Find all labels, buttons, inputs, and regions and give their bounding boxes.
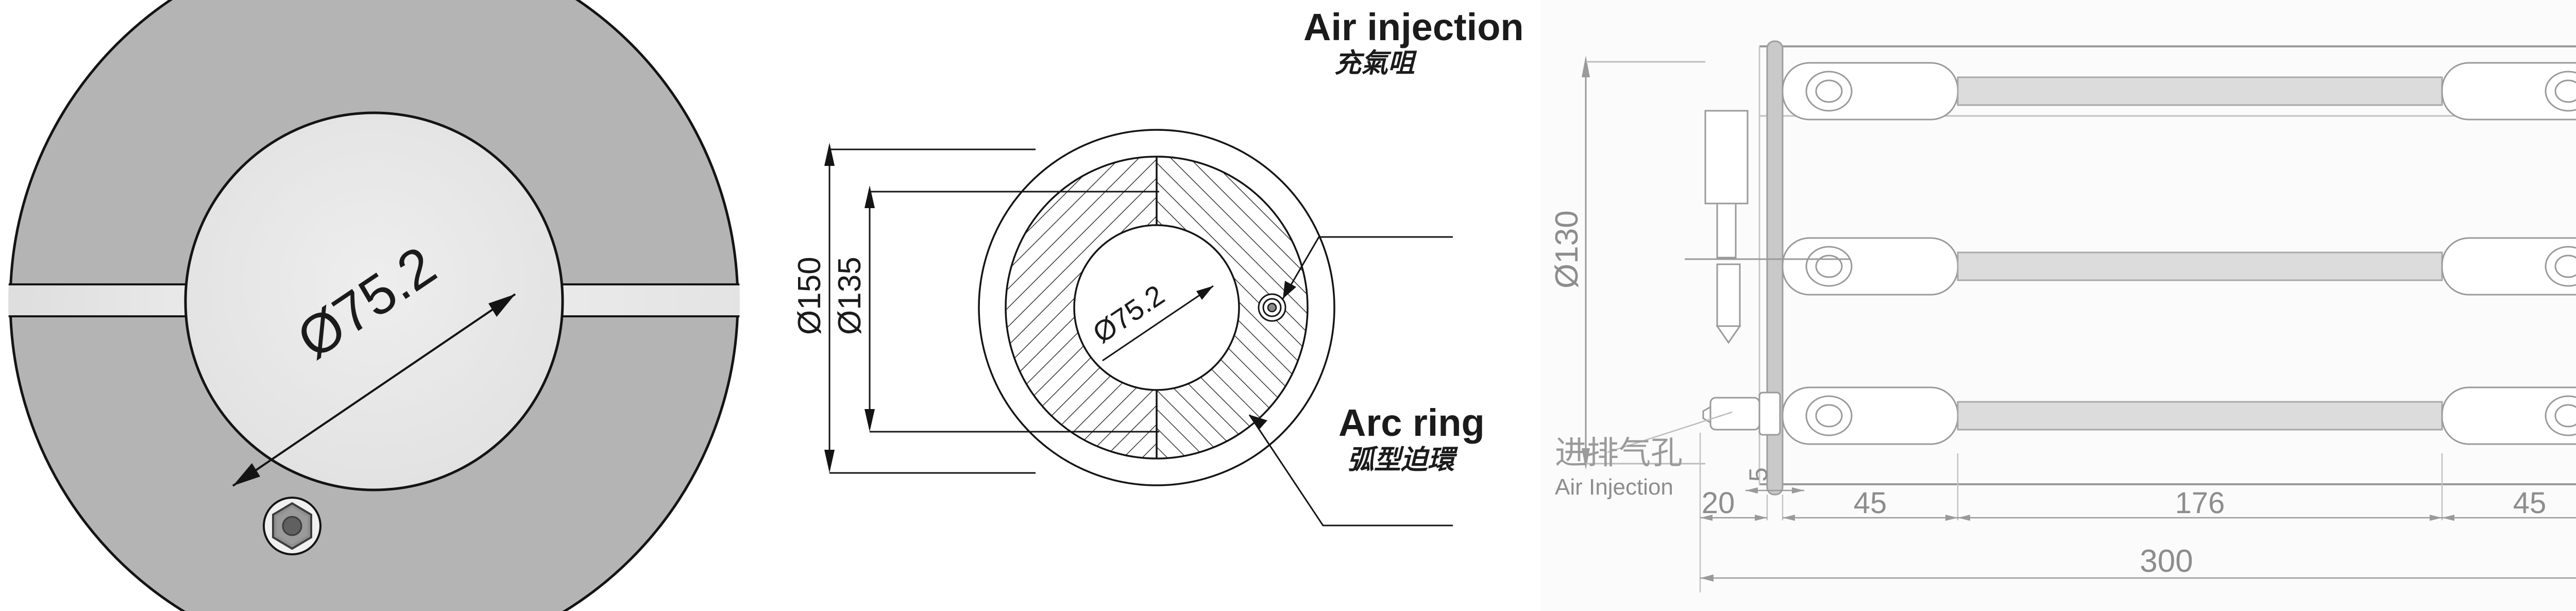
air-injection-label-en: Air injection (1303, 6, 1524, 48)
air-injection-label-cn: 充氣咀 (1334, 48, 1417, 79)
horizontal-dimension-chain: 20 5 45 176 45 (1699, 433, 2576, 592)
dimension-135: Ø135 (832, 185, 1159, 433)
section-view-panel: Ø150 Ø135 Ø75.2 Air injection (747, 0, 1540, 611)
front-view-drawing: Ø75.2 (8, 0, 740, 611)
air-injection-port-label-cn: 进排气孔 (1555, 434, 1683, 471)
clamp-bar (1782, 237, 2576, 296)
dimension-130: Ø130 (1549, 56, 1705, 470)
arc-ring-label-cn: 弧型迫環 (1347, 445, 1459, 476)
dimension-135-label: Ø135 (832, 257, 868, 335)
section-view-drawing: Ø150 Ø135 Ø75.2 Air injection (747, 0, 1540, 611)
dimension-5-left-label: 5 (1744, 467, 1773, 482)
dimension-176-label: 176 (2175, 486, 2225, 520)
side-view-panel: Ø130 Ø75 +0.2 +0.1 Ø148 (1540, 0, 2576, 611)
annotation-air-injection: Air injection 充氣咀 (1282, 6, 1524, 299)
dimension-45-right-label: 45 (2513, 486, 2547, 520)
clamp-bar (1782, 62, 2576, 121)
dimension-45-left-label: 45 (1854, 486, 1887, 520)
arc-ring-label-en: Arc ring (1338, 401, 1485, 444)
clamp-bar (1782, 386, 2576, 445)
dimension-150-label: Ø150 (792, 257, 827, 335)
front-view-panel: Ø75.2 (0, 0, 747, 611)
hex-valve-screw (263, 497, 321, 555)
dimension-150: Ø150 (792, 143, 1036, 474)
air-injection-valve (1258, 293, 1286, 322)
air-injection-port (1702, 392, 1781, 436)
annotation-arc-ring: Arc ring 弧型迫環 (1248, 401, 1485, 527)
air-injection-port-label-en: Air Injection (1555, 474, 1673, 500)
annotation-air-injection-port: 进排气孔 Air Injection (1555, 411, 1733, 500)
side-view-drawing: Ø130 Ø75 +0.2 +0.1 Ø148 (1549, 40, 2576, 592)
dimension-20-label: 20 (1702, 486, 1735, 520)
dimension-300-label: 300 (2140, 544, 2193, 579)
dimension-130-label: Ø130 (1549, 210, 1585, 288)
center-bore (184, 111, 564, 491)
valve-nozzle-assembly (1685, 110, 1850, 344)
